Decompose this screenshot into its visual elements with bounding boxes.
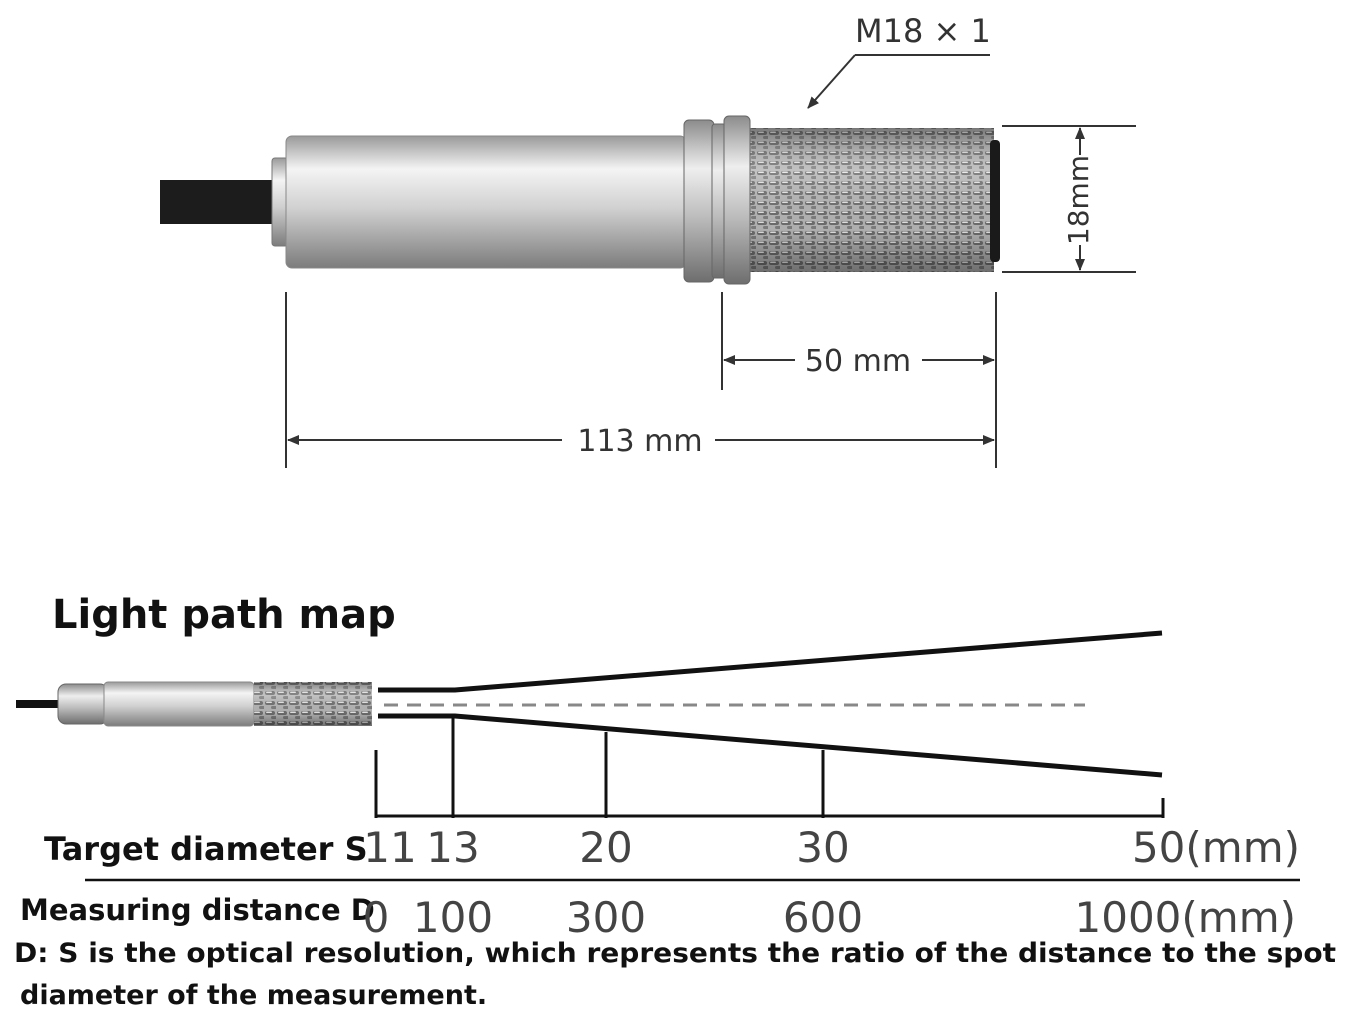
thread-callout: M18 × 1 — [807, 12, 991, 109]
thread-length-dimension: 50 mm — [721, 292, 997, 468]
note-line-1: D: S is the optical resolution, which re… — [14, 938, 1336, 969]
distance-1: 100 — [413, 893, 493, 942]
distance-2: 300 — [566, 893, 646, 942]
distance-0: 0 — [363, 893, 390, 942]
sensor-nut-right — [723, 115, 751, 285]
light-path-title: Light path map — [52, 592, 396, 638]
distance-3: 600 — [783, 893, 863, 942]
spot-2: 20 — [579, 823, 632, 872]
diameter-label: 18mm — [1062, 155, 1095, 245]
measuring-distance-label: Measuring distance D — [20, 893, 375, 927]
thread-length-label: 50 mm — [805, 344, 911, 379]
distance-4: 1000(mm) — [1075, 893, 1296, 942]
target-diameter-label: Target diameter S — [44, 830, 368, 868]
sensor-body — [285, 135, 687, 269]
sensor-cable — [160, 180, 280, 224]
sensor-lens — [990, 140, 1000, 262]
note-line-2: diameter of the measurement. — [20, 980, 487, 1011]
small-sensor — [16, 681, 372, 727]
light-beam — [378, 630, 1163, 778]
diameter-dimension: 18mm — [1002, 125, 1136, 273]
total-length-dimension: 113 mm — [285, 292, 995, 468]
sensor-nut-left — [683, 119, 715, 283]
measurement-scale — [374, 718, 1165, 818]
thread-label: M18 × 1 — [855, 12, 991, 50]
spot-0: 11 — [363, 823, 416, 872]
spot-4: 50(mm) — [1132, 823, 1300, 872]
sensor-drawing — [160, 115, 1000, 285]
spot-1: 13 — [426, 823, 479, 872]
spot-3: 30 — [796, 823, 849, 872]
total-length-label: 113 mm — [577, 424, 702, 459]
